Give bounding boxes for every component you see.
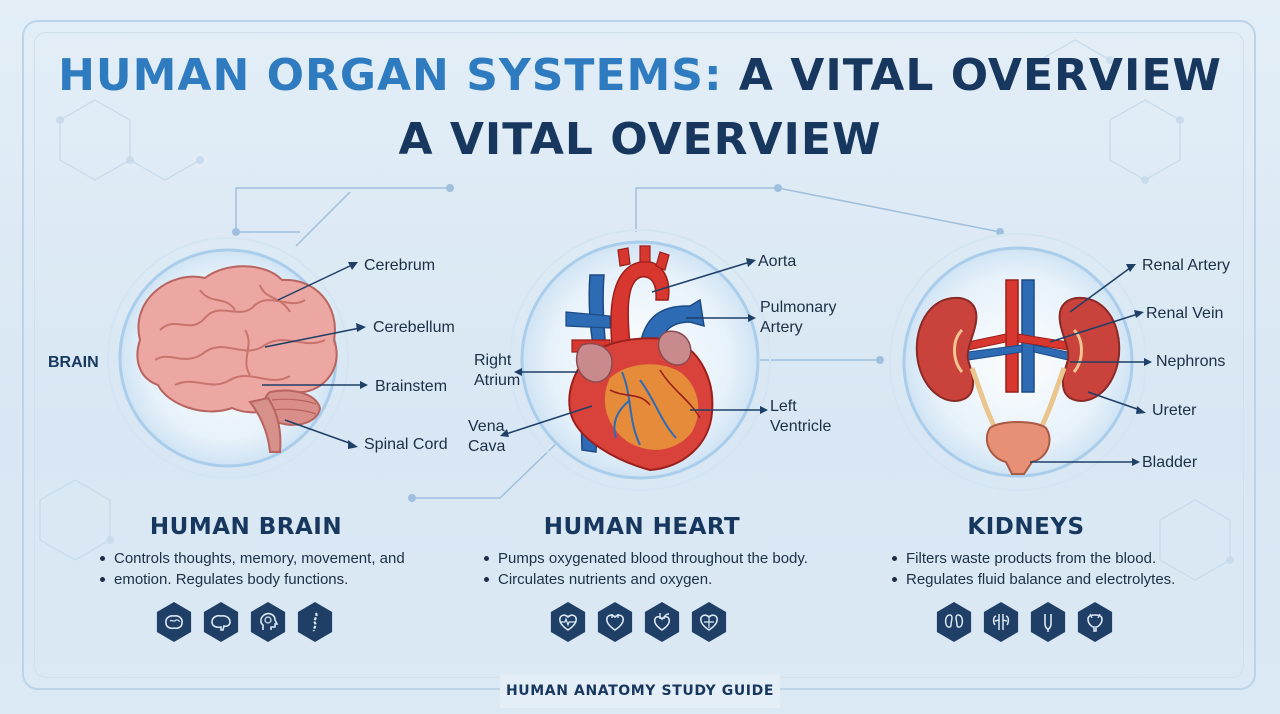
brain-side-icon[interactable] — [203, 602, 239, 642]
page-title: HUMAN ORGAN SYSTEMS: A VITAL OVERVIEW — [0, 46, 1280, 106]
label-atrium: Atrium — [474, 372, 521, 389]
label-artery: Artery — [760, 319, 803, 336]
kidney-pair-icon[interactable] — [936, 602, 972, 642]
brain-heading: HUMAN BRAIN — [149, 514, 343, 540]
label-bladder: Bladder — [1142, 454, 1198, 471]
brain-bullet: Controls thoughts, memory, movement, and — [96, 548, 405, 569]
brain-side-label: BRAIN — [48, 354, 99, 371]
heart-description: Pumps oxygenated blood throughout the bo… — [480, 548, 808, 590]
kidneys-bullet: Filters waste products from the blood. — [888, 548, 1175, 569]
page-subtitle: A VITAL OVERVIEW — [398, 114, 882, 165]
label-ventricle: Ventricle — [770, 418, 832, 435]
heart-vessels-icon[interactable] — [644, 602, 680, 642]
kidneys-heading: KIDNEYS — [967, 514, 1085, 540]
kidney-icon[interactable] — [983, 602, 1019, 642]
ureter-icon[interactable] — [1030, 602, 1066, 642]
label-nephrons: Nephrons — [1156, 353, 1226, 370]
label-cava: Cava — [468, 438, 506, 455]
head-brain-icon[interactable] — [250, 602, 286, 642]
label-brainstem: Brainstem — [375, 378, 448, 395]
brain-description: Controls thoughts, memory, movement, and… — [96, 548, 405, 590]
label-vena: Vena — [468, 418, 505, 435]
heart-heading: HUMAN HEART — [543, 514, 741, 540]
label-cerebrum: Cerebrum — [364, 257, 436, 274]
label-spinal-cord: Spinal Cord — [364, 436, 448, 453]
label-renal-artery: Renal Artery — [1142, 257, 1231, 274]
label-right: Right — [474, 352, 512, 369]
footer-label: HUMAN ANATOMY STUDY GUIDE — [500, 674, 780, 708]
brain-icon-row — [155, 602, 334, 642]
title-part-2: A VITAL OVERVIEW — [738, 50, 1222, 101]
label-cerebellum: Cerebellum — [373, 319, 455, 336]
heart-icon[interactable] — [597, 602, 633, 642]
label-ureter: Ureter — [1152, 402, 1197, 419]
bladder-icon[interactable] — [1077, 602, 1113, 642]
kidneys-icon-row — [935, 602, 1114, 642]
heart-bullet: Pumps oxygenated blood throughout the bo… — [480, 548, 808, 569]
label-pulmonary: Pulmonary — [760, 299, 837, 316]
heart-chambers-icon[interactable] — [691, 602, 727, 642]
kidneys-bullet: Regulates fluid balance and electrolytes… — [888, 569, 1175, 590]
brain-icon[interactable] — [156, 602, 192, 642]
spine-icon[interactable] — [297, 602, 333, 642]
heart-bullet: Circulates nutrients and oxygen. — [480, 569, 808, 590]
title-part-1: HUMAN ORGAN SYSTEMS: — [58, 50, 723, 101]
label-renal-vein: Renal Vein — [1146, 305, 1224, 322]
label-aorta: Aorta — [758, 253, 797, 270]
heart-icon-row — [549, 602, 728, 642]
label-left: Left — [770, 398, 797, 415]
kidneys-description: Filters waste products from the blood. R… — [888, 548, 1175, 590]
heart-ecg-icon[interactable] — [550, 602, 586, 642]
brain-bullet-continuation: emotion. Regulates body functions. — [96, 569, 405, 590]
